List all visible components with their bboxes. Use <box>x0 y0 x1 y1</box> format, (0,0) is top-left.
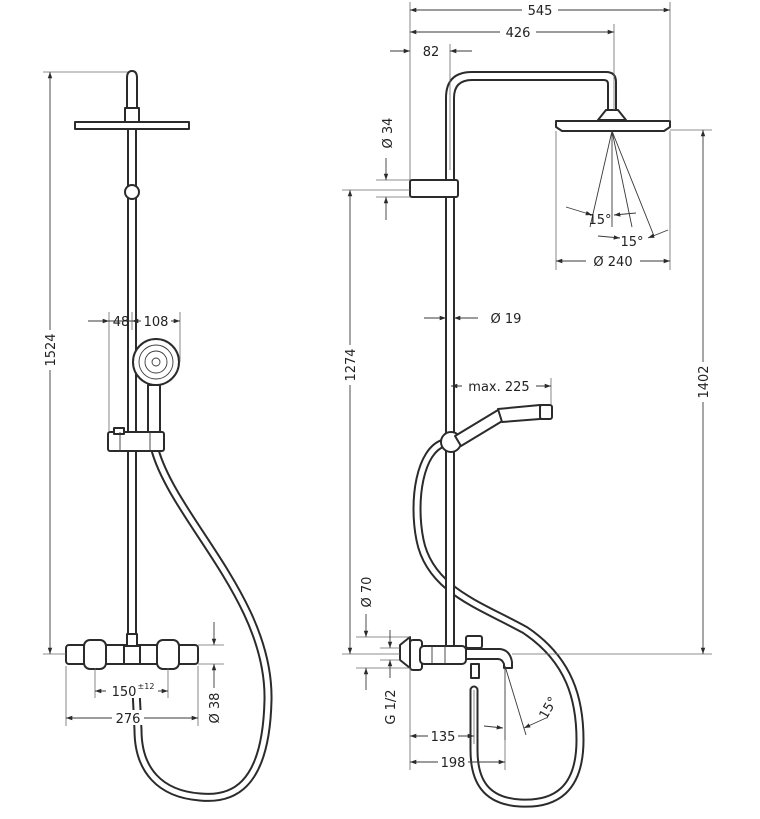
dim-545: 545 <box>409 2 671 180</box>
dim-1274-label: 1274 <box>344 348 359 381</box>
side-overhead-connector <box>597 109 627 121</box>
front-upper-holder <box>124 184 140 200</box>
front-riser-pipe <box>127 128 137 656</box>
front-slider <box>107 427 165 452</box>
dim-135-label: 135 <box>431 730 456 745</box>
dim-48-label: 48 <box>113 315 130 330</box>
dim-1524: 1524 <box>43 71 128 655</box>
dim-135: 135 <box>409 668 475 770</box>
dim-34: Ø 34 <box>376 118 410 220</box>
front-thermostat <box>65 633 199 670</box>
dim-g12-label: G 1/2 <box>384 689 399 724</box>
dim-225: max. 225 <box>451 378 552 405</box>
dim-198: 198 <box>410 740 506 771</box>
dim-70: Ø 70 <box>356 577 410 690</box>
dim-150-label: 150 <box>112 685 137 700</box>
side-hose <box>412 438 585 808</box>
front-hose <box>131 445 273 802</box>
dim-150-tolerance: ±12 <box>138 682 155 691</box>
dim-1274: 1274 <box>342 189 410 655</box>
dim-19: Ø 19 <box>424 312 521 327</box>
dim-19-label: Ø 19 <box>491 312 522 327</box>
dim-225-label: max. 225 <box>468 380 529 395</box>
dim-spray-angle-b: 15° <box>620 235 643 250</box>
dim-82-label: 82 <box>423 45 440 60</box>
dim-82: 82 <box>390 44 472 170</box>
spray-lines <box>589 130 655 237</box>
dim-48-108: 48 108 <box>88 312 181 432</box>
dim-426-label: 426 <box>506 26 531 41</box>
dim-545-label: 545 <box>528 4 553 19</box>
dim-g12: G 1/2 <box>380 630 400 725</box>
front-handshower <box>132 338 180 445</box>
side-view: 545 426 82 Ø 34 12 <box>342 2 712 808</box>
front-riser-top <box>126 70 138 109</box>
dim-150: 150 ±12 <box>94 668 169 700</box>
dim-spout-angle-label: 15° <box>537 695 562 722</box>
dim-70-label: Ø 70 <box>360 577 375 608</box>
dim-198-label: 198 <box>441 756 466 771</box>
dim-240-label: Ø 240 <box>593 255 632 270</box>
dim-276-label: 276 <box>116 712 141 727</box>
dim-240: Ø 240 <box>555 131 671 270</box>
dim-276: 276 <box>65 666 199 727</box>
dim-38: Ø 38 <box>198 622 224 723</box>
side-wall-clamp <box>409 179 459 198</box>
front-overhead-shower-neck <box>124 107 140 123</box>
dim-spray-angle-a: 15° <box>588 213 611 228</box>
dim-1402-label: 1402 <box>697 365 712 398</box>
dim-spray-angles: 15° 15° <box>565 206 669 250</box>
dim-108-label: 108 <box>144 315 169 330</box>
dim-34-label: Ø 34 <box>381 118 396 149</box>
side-thermostat <box>399 635 513 679</box>
dim-426: 426 <box>410 24 615 110</box>
dim-spout-angle: 15° <box>483 665 562 740</box>
front-overhead-shower <box>74 121 190 130</box>
dim-1524-label: 1524 <box>44 333 59 366</box>
side-overhead-shower <box>555 120 671 132</box>
dim-1402: 1402 <box>512 129 712 655</box>
front-view: 1524 48 108 150 ±12 <box>43 70 273 802</box>
side-riser-arm <box>445 71 617 656</box>
side-handshower <box>454 404 553 447</box>
dim-38-label: Ø 38 <box>208 693 223 724</box>
